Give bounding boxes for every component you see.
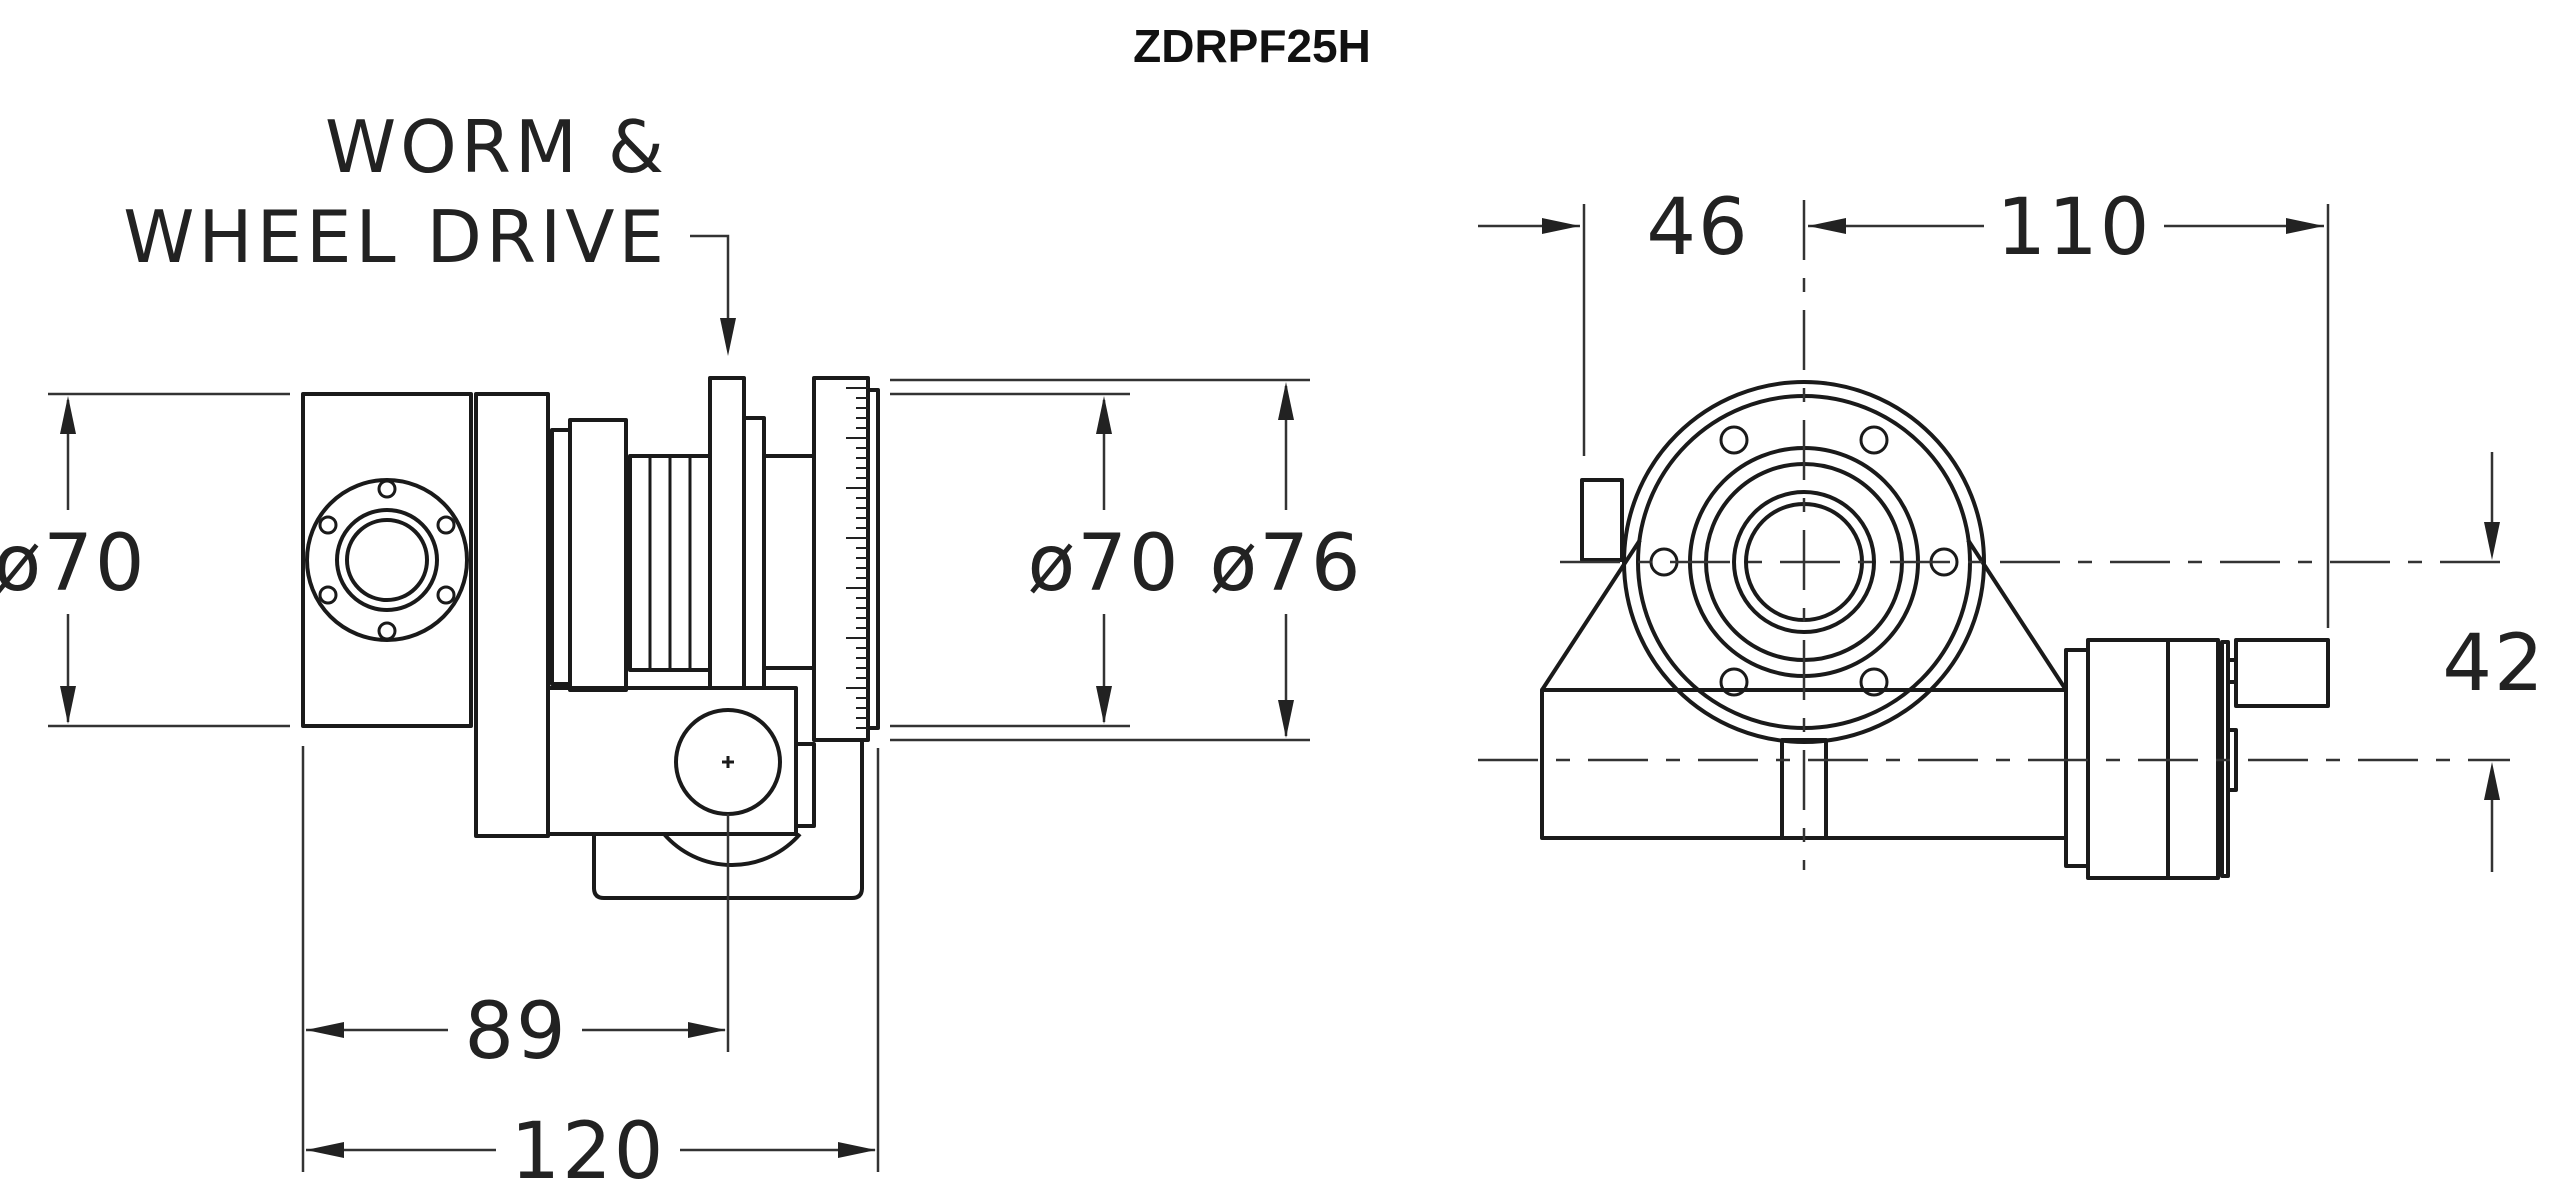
bolt-hole-bl — [1719, 667, 1749, 697]
worm-flange-plate — [2064, 648, 2090, 868]
worm-cap — [794, 742, 816, 828]
dim-110: 110 — [1997, 183, 2152, 273]
front-view: WORM & WHEEL DRIVE — [0, 105, 1363, 1193]
dial-scale-ticks — [846, 387, 868, 729]
flange-hole-top — [377, 479, 397, 499]
dim-inner-diameter: ø70 — [1028, 519, 1181, 609]
arrow-120-left — [306, 1142, 344, 1158]
flange-bore-ring — [335, 508, 439, 612]
flange-hole-tr — [436, 515, 456, 535]
arrow-89-right — [688, 1022, 726, 1038]
dim-left-diameter: ø70 — [0, 519, 146, 609]
bolt-hole-tr — [1859, 425, 1889, 455]
note-worm: WORM & — [325, 105, 668, 189]
arrow-outer-up — [1278, 382, 1294, 420]
flange-hole-br — [436, 585, 456, 605]
drawing-title: ZDRPF25H — [1133, 20, 1371, 72]
flange-bore — [345, 518, 429, 602]
dim-46: 46 — [1646, 183, 1749, 273]
wheel-hub — [742, 416, 766, 690]
shaft-collar — [762, 454, 816, 670]
spacer-2 — [568, 418, 628, 692]
arrow-42-down — [2484, 522, 2500, 560]
arrow-89-left — [306, 1022, 344, 1038]
side-tab — [1580, 478, 1624, 562]
arrow-outer-down — [1278, 700, 1294, 738]
housing-block — [301, 392, 473, 728]
arrow-left-up — [60, 396, 76, 434]
note-leader-arrow — [720, 318, 736, 356]
arrow-42-up — [2484, 762, 2500, 800]
arrow-inner-up — [1096, 396, 1112, 434]
arrow-left-down — [60, 686, 76, 724]
dial-rim — [866, 388, 880, 730]
worm-arc — [662, 832, 802, 868]
worm-shaft — [2234, 638, 2330, 708]
dim-120: 120 — [511, 1107, 666, 1193]
bolt-hole-tl — [1719, 425, 1749, 455]
ring-bore-outer — [1732, 490, 1876, 634]
flange-hole-bl — [318, 585, 338, 605]
arrow-120-right — [838, 1142, 876, 1158]
worm-housing — [546, 686, 798, 836]
note-wheel-drive: WHEEL DRIVE — [123, 195, 668, 279]
flange-outer — [305, 478, 469, 642]
arrow-110-right — [2286, 218, 2324, 234]
side-view: 46 110 42 — [1478, 183, 2545, 880]
arrow-46 — [1542, 218, 1580, 234]
spacer-1 — [550, 428, 572, 686]
note-leader-line — [690, 234, 730, 340]
arrow-inner-down — [1096, 686, 1112, 724]
arrow-110-left — [1808, 218, 1846, 234]
body-plate — [474, 392, 550, 838]
dim-89: 89 — [464, 987, 567, 1077]
bolt-hole-br — [1859, 667, 1889, 697]
flange-hole-bottom — [377, 621, 397, 641]
dim-outer-diameter: ø76 — [1210, 519, 1363, 609]
flange-hole-tl — [318, 515, 338, 535]
worm-wheel — [708, 376, 746, 690]
dim-42: 42 — [2442, 619, 2545, 709]
